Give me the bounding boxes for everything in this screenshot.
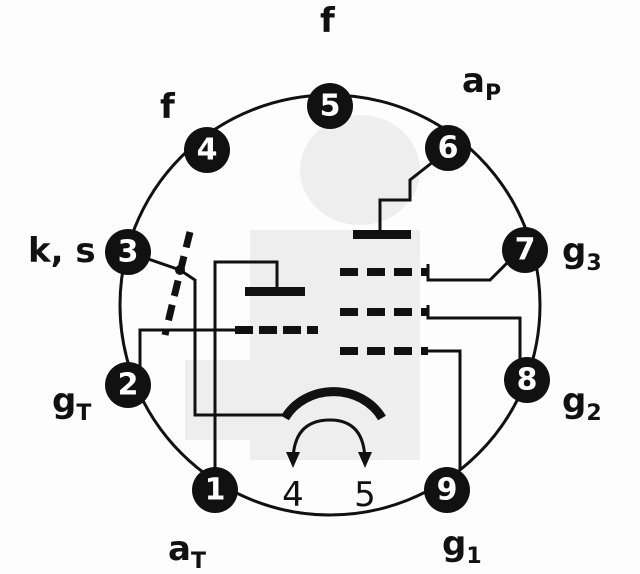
pin-2: 2 <box>105 362 151 408</box>
pin-number: 9 <box>437 473 458 508</box>
cathode <box>127 231 386 421</box>
pin-8: 8 <box>504 357 550 403</box>
heater-label-left: 4 <box>282 475 304 515</box>
label-pin-1: aT <box>168 529 206 574</box>
label-pin-3: k, s <box>28 231 96 271</box>
label-pin-2: gT <box>52 381 91 426</box>
pin-number: 1 <box>205 473 226 508</box>
suppressor-grid <box>340 260 510 282</box>
pin-number: 4 <box>197 133 218 168</box>
triode-anode <box>213 260 305 470</box>
label-pin-6: aP <box>462 61 501 106</box>
pin-number: 7 <box>515 233 536 268</box>
label-pin-8: g2 <box>562 381 602 426</box>
pin-number: 6 <box>438 131 459 166</box>
pin-5: 5 <box>307 83 353 129</box>
pin-9: 9 <box>424 467 470 513</box>
pin-4: 4 <box>184 127 230 173</box>
label-pin-9: g1 <box>442 524 482 569</box>
heater: 4 5 <box>282 418 376 515</box>
pentode-anode <box>353 148 449 239</box>
pin-3: 3 <box>105 229 151 275</box>
pin-number: 3 <box>118 235 139 270</box>
heater-label-right: 5 <box>354 475 376 515</box>
pin-6: 6 <box>425 125 471 171</box>
pin-1: 1 <box>192 467 238 513</box>
label-pin-5: f <box>320 1 336 41</box>
label-pin-7: g3 <box>562 231 602 276</box>
pin-number: 2 <box>118 368 139 403</box>
pin-number: 8 <box>517 363 538 398</box>
pin-labels: aT gT k, s f f aP g3 g2 g1 <box>28 1 602 574</box>
watermark-bear <box>185 115 420 460</box>
control-grid <box>340 347 462 470</box>
pin-7: 7 <box>502 227 548 273</box>
label-pin-4: f <box>160 87 176 127</box>
screen-grid <box>340 305 522 360</box>
pin-number: 5 <box>320 89 341 124</box>
pins: 1 2 3 4 5 6 7 8 9 <box>105 83 550 513</box>
